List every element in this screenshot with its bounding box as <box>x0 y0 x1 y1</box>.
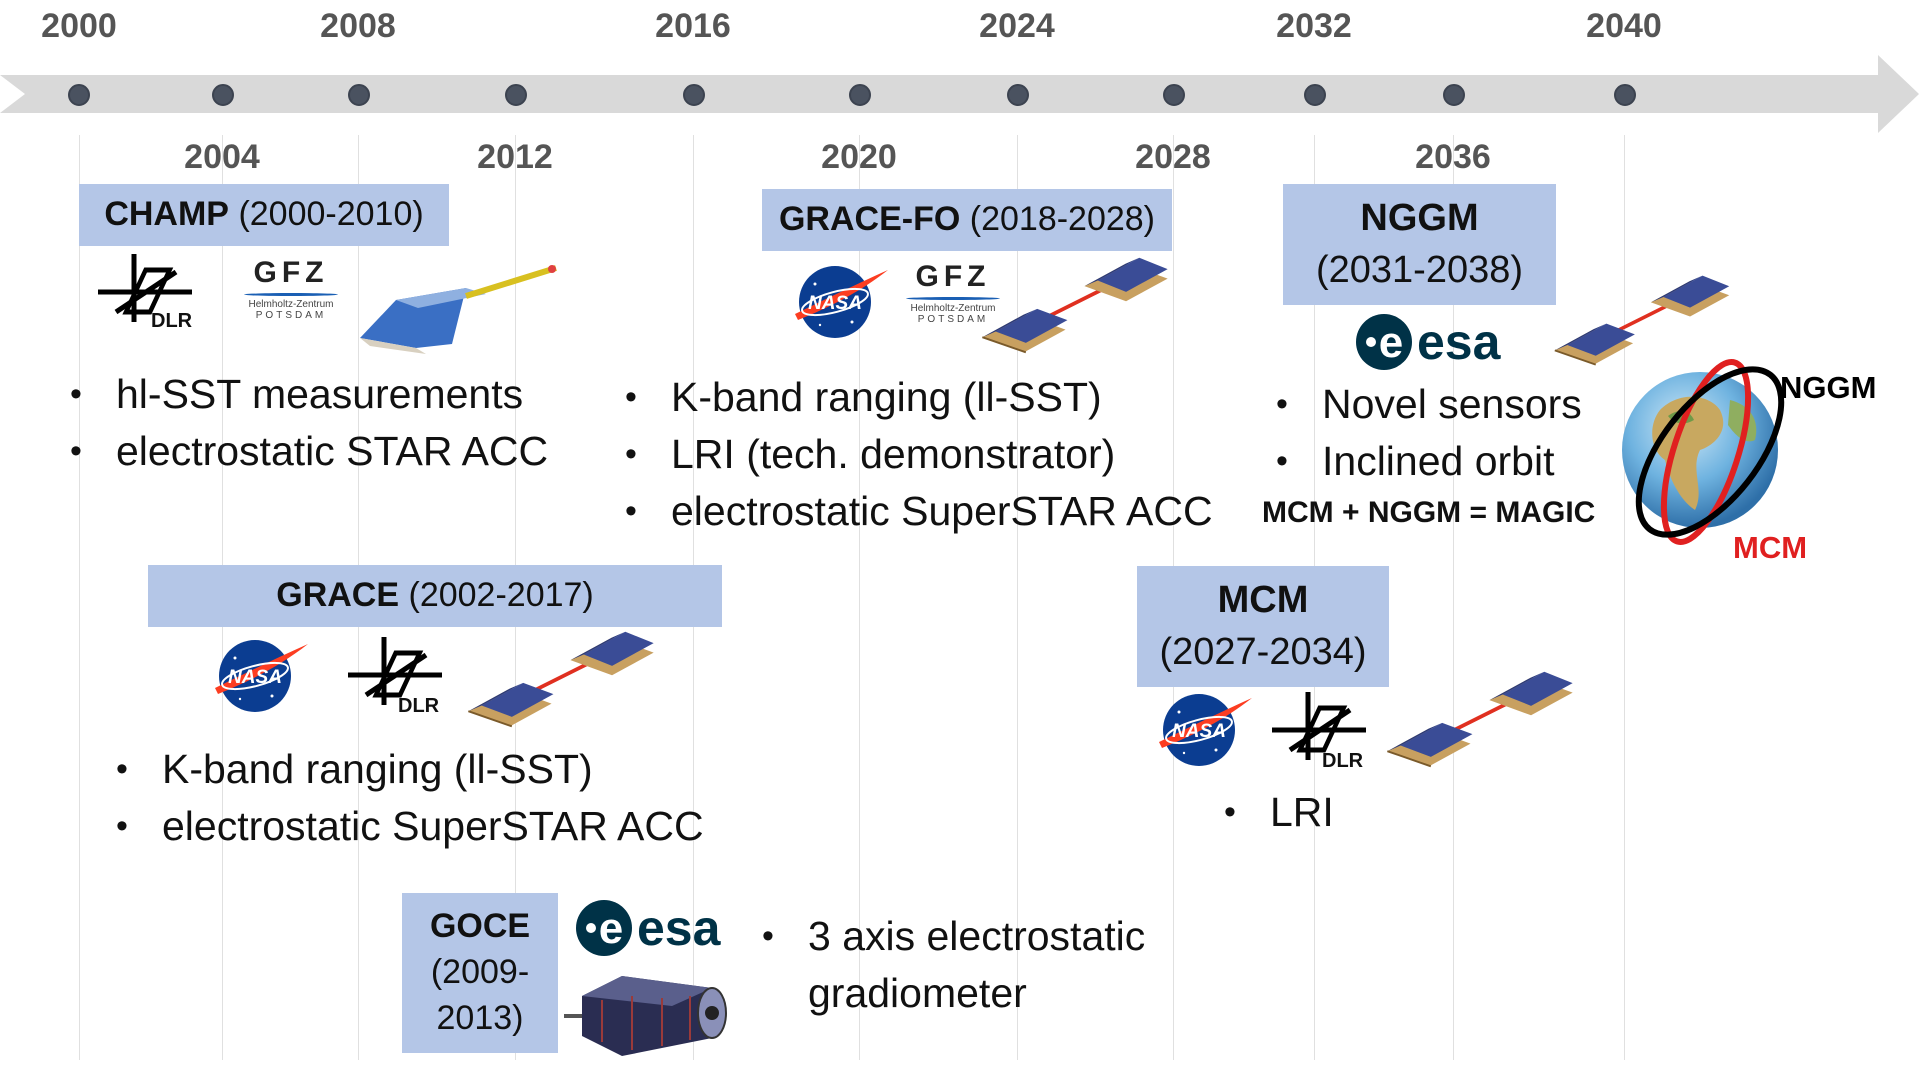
satellite-pair-icon <box>1385 668 1575 772</box>
bullet-continuation: gradiometer <box>808 970 1027 1016</box>
gfz-logo: GFZ Helmholtz-Zentrum POTSDAM <box>236 256 346 340</box>
mission-name: NGGM <box>1360 197 1479 240</box>
bullet-item: K-band ranging (ll-SST) <box>116 741 704 798</box>
satellite-pair-icon <box>466 628 656 732</box>
mission-box-grace-fo: GRACE-FO (2018-2028) <box>762 189 1172 251</box>
esa-logo <box>1354 312 1524 372</box>
mission-box-grace: GRACE (2002-2017) <box>148 565 722 627</box>
gfz-location: POTSDAM <box>917 314 989 325</box>
dlr-logo: DLR <box>346 635 456 717</box>
year-label: 2040 <box>1586 7 1662 45</box>
year-label: 2036 <box>1415 138 1491 176</box>
nasa-logo <box>210 636 310 716</box>
tick-2016 <box>683 84 705 106</box>
champ-satellite-icon <box>360 265 557 354</box>
dlr-logo: DLR <box>1270 690 1380 772</box>
gfz-subtitle: Helmholtz-Zentrum <box>910 303 996 314</box>
nasa-logo <box>790 262 890 342</box>
grace-fo-bullets: K-band ranging (ll-SST) LRI (tech. demon… <box>625 369 1213 540</box>
mission-period: (2031-2038) <box>1315 248 1524 291</box>
timeline-arrow <box>0 55 1919 133</box>
gridline-2000 <box>79 135 80 1060</box>
year-label: 2020 <box>821 138 897 176</box>
satellite-pair-icon <box>980 254 1170 358</box>
bullet-item: electrostatic STAR ACC <box>70 423 548 480</box>
nasa-logo <box>1154 690 1254 770</box>
goce-satellite-icon <box>564 976 727 1056</box>
year-label: 2008 <box>320 7 396 45</box>
gfz-logo: GFZ Helmholtz-Zentrum POTSDAM <box>898 260 1008 344</box>
mission-period: (2018-2028) <box>969 200 1156 239</box>
champ-bullets: hl-SST measurements electrostatic STAR A… <box>70 366 548 480</box>
bullet-item: hl-SST measurements <box>70 366 548 423</box>
mission-name: MCM <box>1217 579 1309 622</box>
mission-box-nggm: NGGM (2031-2038) <box>1283 184 1556 305</box>
earth-orbits-icon <box>1622 359 1785 545</box>
mission-period: (2009- <box>430 953 530 992</box>
mission-period: (2002-2017) <box>408 576 594 615</box>
dlr-logo-text: DLR <box>1322 750 1364 772</box>
gfz-subtitle: Helmholtz-Zentrum <box>248 299 334 310</box>
nggm-bullets: Novel sensors Inclined orbit <box>1276 376 1582 490</box>
dlr-logo-text: DLR <box>151 310 193 332</box>
bullet-item: LRI <box>1224 784 1334 841</box>
bullet-item: electrostatic SuperSTAR ACC <box>116 798 704 855</box>
bullet-item: electrostatic SuperSTAR ACC <box>625 483 1213 540</box>
tick-2000 <box>68 84 90 106</box>
orbit-label-mcm: MCM <box>1733 530 1808 565</box>
esa-logo <box>574 898 744 958</box>
gridline-2020 <box>859 135 860 1060</box>
mission-period: (2027-2034) <box>1159 630 1367 673</box>
gridline-2024 <box>1017 135 1018 1060</box>
bullet-item: Inclined orbit <box>1276 433 1582 490</box>
year-label: 2024 <box>979 7 1055 45</box>
mission-period: (2000-2010) <box>238 195 424 234</box>
gfz-location: POTSDAM <box>255 310 327 321</box>
mission-name: GRACE-FO <box>778 200 961 239</box>
dlr-logo-text: DLR <box>398 695 440 717</box>
mission-period: 2013) <box>436 998 524 1037</box>
tick-2032 <box>1304 84 1326 106</box>
mission-box-goce: GOCE (2009- 2013) <box>402 893 558 1053</box>
bullet-item: K-band ranging (ll-SST) <box>625 369 1213 426</box>
year-label: 2004 <box>184 138 260 176</box>
goce-bullets: 3 axis electrostatic gradiometer <box>762 908 1145 1022</box>
mcm-bullets: LRI <box>1224 784 1334 841</box>
tick-2024 <box>1007 84 1029 106</box>
gfz-logo-text: GFZ <box>253 256 329 289</box>
tick-2008 <box>348 84 370 106</box>
year-label: 2028 <box>1135 138 1211 176</box>
tick-2028 <box>1163 84 1185 106</box>
mission-name: GOCE <box>429 907 531 946</box>
bullet-item: 3 axis electrostatic <box>762 908 1145 965</box>
year-label: 2016 <box>655 7 731 45</box>
tick-2012 <box>505 84 527 106</box>
orbit-label-nggm: NGGM <box>1780 370 1877 405</box>
tick-2004 <box>212 84 234 106</box>
gfz-logo-text: GFZ <box>915 260 991 293</box>
dlr-logo: DLR <box>96 252 206 334</box>
grace-bullets: K-band ranging (ll-SST) electrostatic Su… <box>116 741 704 855</box>
tick-2036 <box>1443 84 1465 106</box>
bullet-item: Novel sensors <box>1276 376 1582 433</box>
gridline-2036 <box>1453 135 1454 1060</box>
magic-equation: MCM + NGGM = MAGIC <box>1262 496 1596 529</box>
mission-name: GRACE <box>276 576 400 615</box>
year-label: 2012 <box>477 138 553 176</box>
year-label: 2000 <box>41 7 117 45</box>
gridline-2040 <box>1624 135 1625 1060</box>
bullet-item: LRI (tech. demonstrator) <box>625 426 1213 483</box>
year-label: 2032 <box>1276 7 1352 45</box>
mission-box-champ: CHAMP (2000-2010) <box>79 184 449 246</box>
tick-2040 <box>1614 84 1636 106</box>
tick-2020 <box>849 84 871 106</box>
mission-box-mcm: MCM (2027-2034) <box>1137 566 1389 687</box>
mission-name: CHAMP <box>104 195 229 234</box>
